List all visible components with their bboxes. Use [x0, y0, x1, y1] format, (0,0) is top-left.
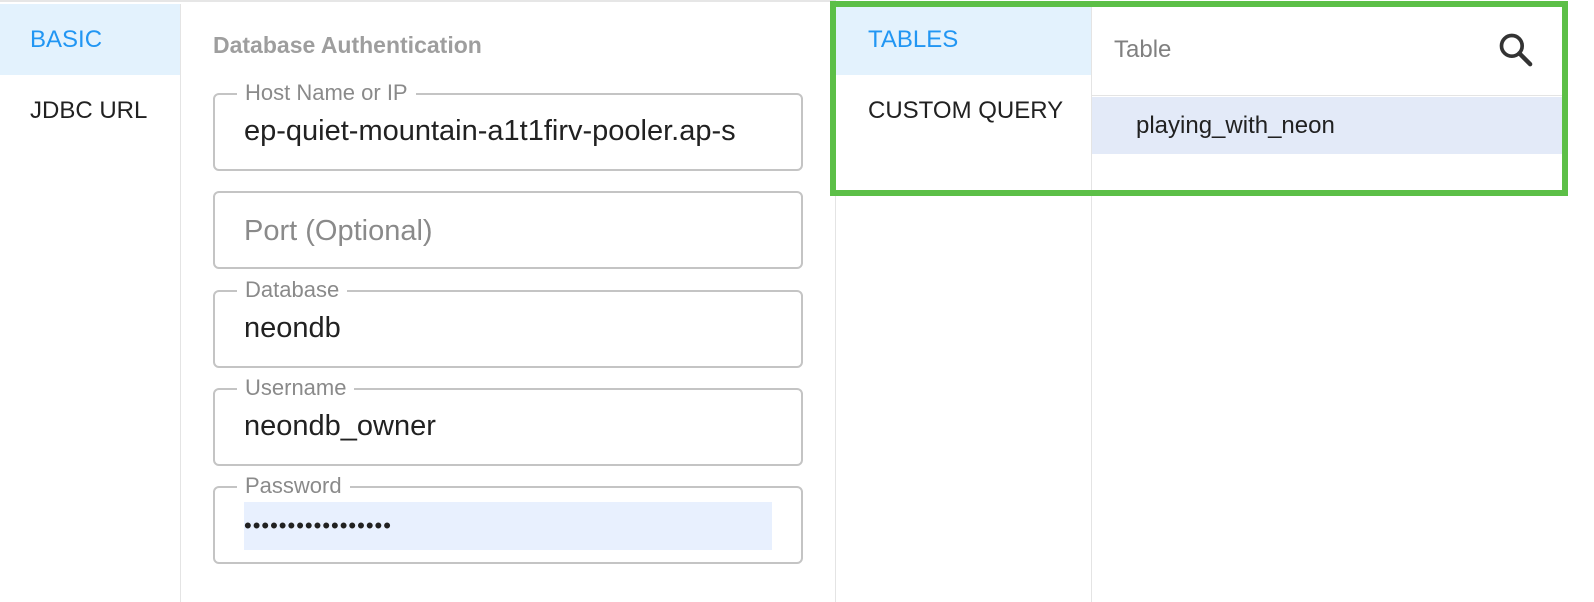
host-field: Host Name or IP	[213, 81, 803, 171]
top-divider	[0, 0, 836, 4]
database-field: Database	[213, 278, 803, 368]
nav-item-label: BASIC	[30, 25, 103, 53]
panel-divider	[835, 4, 836, 602]
tab-tables[interactable]: TABLES	[836, 4, 1091, 75]
username-field-label: Username	[237, 376, 355, 400]
search-icon[interactable]	[1496, 30, 1536, 70]
database-field-label: Database	[237, 278, 348, 302]
port-field	[213, 191, 803, 269]
table-search-input[interactable]	[1114, 26, 1474, 74]
nav-item-basic[interactable]: BASIC	[0, 4, 180, 75]
table-name: playing_with_neon	[1136, 111, 1335, 139]
host-field-label: Host Name or IP	[237, 81, 416, 105]
port-input[interactable]	[244, 205, 772, 257]
table-list-item[interactable]: playing_with_neon	[1092, 97, 1568, 154]
nav-item-jdbc-url[interactable]: JDBC URL	[0, 75, 180, 146]
password-input[interactable]	[244, 502, 772, 550]
database-input[interactable]	[244, 302, 772, 354]
nav-item-label: JDBC URL	[30, 96, 148, 124]
database-auth-form: Database Authentication Host Name or IP …	[181, 4, 835, 602]
tab-label: TABLES	[868, 25, 959, 53]
auth-method-nav: BASIC JDBC URL	[0, 4, 181, 602]
tables-panel: playing_with_neon	[1092, 4, 1568, 602]
tab-custom-query[interactable]: CUSTOM QUERY	[836, 75, 1091, 146]
password-field-label: Password	[237, 474, 350, 498]
host-input[interactable]	[244, 105, 772, 157]
query-mode-nav: TABLES CUSTOM QUERY	[836, 4, 1092, 602]
username-input[interactable]	[244, 400, 772, 452]
username-field: Username	[213, 376, 803, 466]
section-title: Database Authentication	[213, 32, 482, 58]
password-field: Password	[213, 474, 803, 564]
table-search-bar	[1092, 4, 1568, 96]
tab-label: CUSTOM QUERY	[868, 96, 1064, 124]
